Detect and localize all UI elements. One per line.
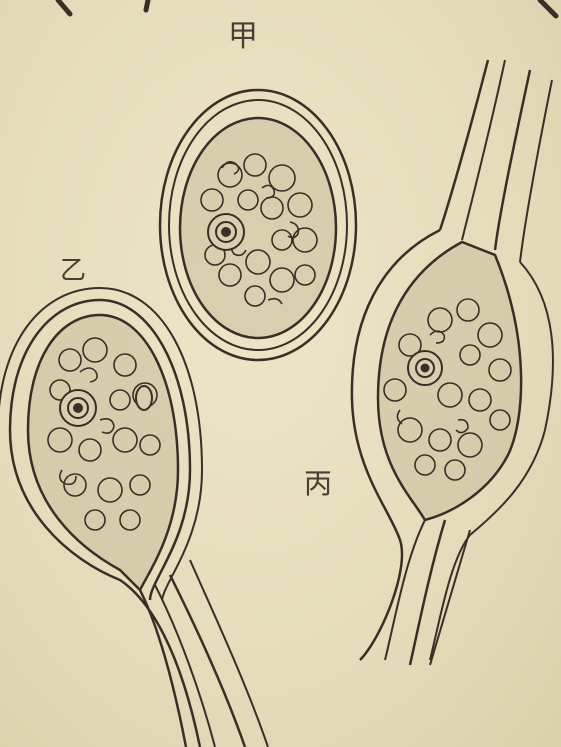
cell-a bbox=[160, 90, 356, 360]
label-a: 甲 bbox=[228, 22, 258, 52]
cell-c bbox=[352, 60, 553, 665]
label-c: 丙 bbox=[304, 470, 332, 498]
label-b: 乙 bbox=[60, 258, 86, 284]
cell-b-nucleus bbox=[60, 390, 96, 426]
cell-b bbox=[0, 288, 268, 747]
cell-c-nucleus bbox=[408, 351, 442, 385]
top-edge-marks bbox=[58, 0, 556, 16]
cell-a-nucleus bbox=[208, 214, 244, 250]
